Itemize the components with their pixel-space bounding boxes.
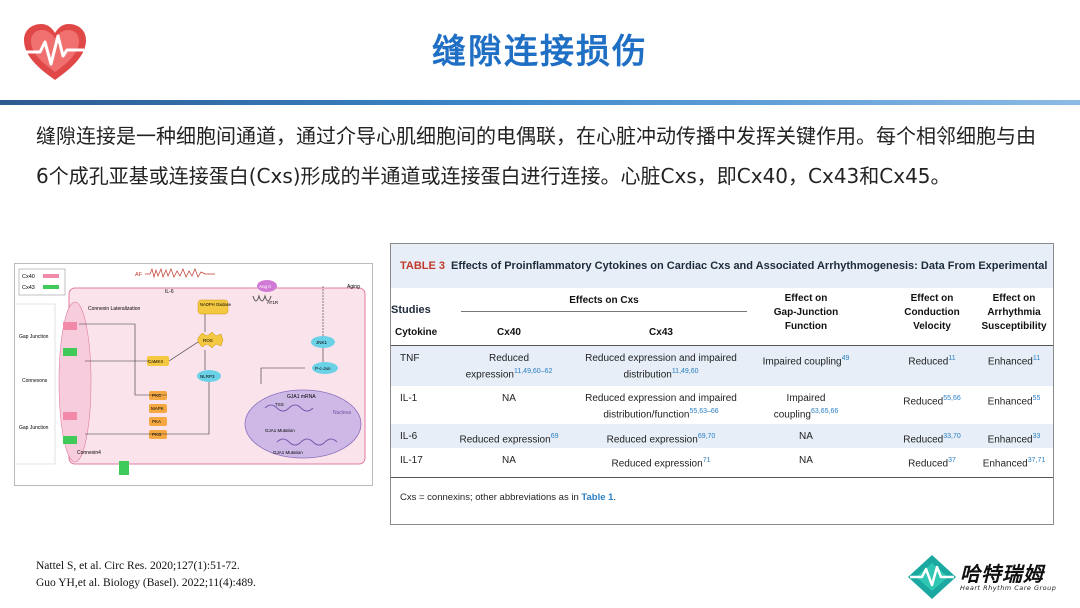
jnk-label: JNK1 [316, 340, 328, 345]
gap-junction-label-1: Gap Junction [19, 334, 49, 340]
at1r-label: AT1R [267, 300, 279, 305]
tss-label: TSS [275, 402, 284, 407]
connexin4-label: Connexin4 [77, 450, 101, 456]
table-footnote: Cxs = connexins; other abbreviations as … [400, 492, 617, 503]
reference-2: Guo YH,et al. Biology (Basel). 2022;11(4… [36, 577, 256, 589]
ros-label: ROS [203, 338, 213, 343]
pkc-label: PKC [152, 393, 162, 398]
brand-logo-icon [908, 555, 956, 599]
nlrp3-label: NLRP3 [200, 374, 215, 379]
table-row: IL-6 Reduced expression69 Reduced expres… [391, 424, 1053, 448]
col-group-effects-cxs: Effects on Cxs [569, 295, 639, 306]
camkii-label: CaMKII [148, 359, 163, 364]
pka-label: PKA [152, 419, 161, 424]
gja1-mut-label-2: GJA1 Mutation [273, 450, 303, 455]
brand-name: 哈特瑞姆 [960, 562, 1044, 586]
reference-1: Nattel S, et al. Circ Res. 2020;127(1):5… [36, 560, 240, 572]
legend-cx43: Cx43 [22, 285, 35, 291]
gap-junction-label-2: Gap Junction [19, 425, 49, 431]
table-label: TABLE 3 [400, 260, 446, 272]
angii-label: Ang II [259, 284, 271, 289]
nadph-label: NADPH Oxidase [200, 302, 232, 307]
table1-link[interactable]: Table 1 [581, 492, 614, 503]
gja1-mut-label-1: GJA1 Mutation [265, 428, 295, 433]
table-row: IL-17 NA Reduced expression71 NA Reduced… [400, 455, 1046, 470]
legend-cx40: Cx40 [22, 274, 35, 280]
connexin-lat-label: Connexin Lateralization [88, 306, 140, 312]
col-cytokine: Cytokine [395, 327, 438, 338]
brand-subtitle: Heart Rhythm Care Group [960, 584, 1057, 592]
gja1-mrna-label: GJA1 mRNA [287, 394, 316, 400]
nucleus-label: Nucleus [333, 410, 352, 416]
af-label: AF [135, 272, 143, 278]
connexons-label: Connexons [22, 378, 48, 384]
heart-logo-icon [24, 24, 86, 80]
mapk-label: MAPK [151, 406, 164, 411]
il6-label: IL-6 [165, 289, 174, 295]
references: Nattel S, et al. Circ Res. 2020;127(1):5… [36, 558, 256, 592]
col-cx40: Cx40 [497, 327, 521, 338]
col-cx43: Cx43 [649, 327, 673, 338]
body-paragraph: 缝隙连接是一种细胞间通道，通过介导心肌细胞间的电偶联，在心脏冲动传播中发挥关键作… [36, 124, 1036, 188]
signaling-figure: Cx40 Cx43 AF Connexin Lateralization Gap… [14, 263, 373, 486]
title-divider [0, 100, 1080, 105]
aging-label: Aging [347, 284, 360, 290]
pkg-label: PKG [152, 432, 162, 437]
pcjun-label: P-c-Jun [315, 366, 331, 371]
table-title: Effects of Proinflammatory Cytokines on … [391, 260, 1048, 316]
page-title: 缝隙连接损伤 [432, 32, 648, 72]
